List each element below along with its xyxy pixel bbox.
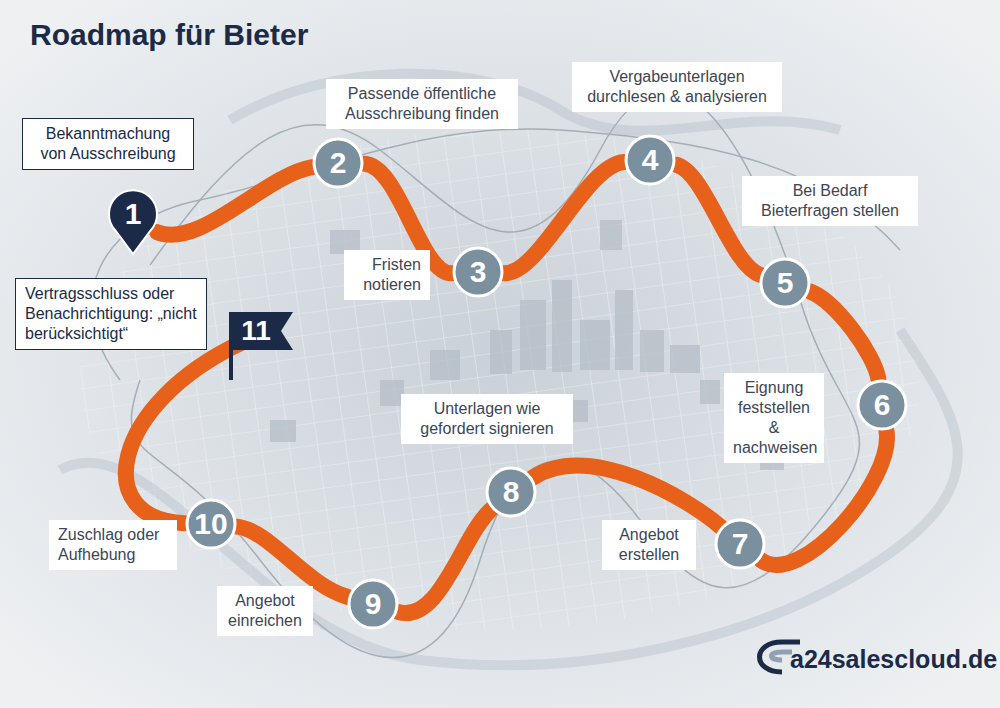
step-number: 6 — [856, 379, 908, 431]
step-label: Angebot erstellen — [602, 520, 696, 570]
step-label: Zuschlag oder Aufhebung — [49, 520, 177, 570]
route-band — [157, 167, 312, 235]
step-label: Vertragsschluss oder Benachrichtigung: „… — [15, 278, 207, 350]
route-band — [533, 466, 721, 527]
step-number: 9 — [347, 578, 399, 630]
start-pin: 1Bekanntmachung von Ausschreibung — [107, 190, 159, 254]
step-number: 10 — [185, 498, 237, 550]
finish-flag: 11Vertragsschluss oder Benachrichtigung:… — [229, 310, 295, 356]
step-circle: 8Unterlagen wie gefordert signieren — [485, 466, 537, 518]
step-circle: 4Vergabeunterlagen durchlesen & analysie… — [624, 134, 676, 186]
route-band — [126, 343, 241, 523]
step-number: 1 — [107, 190, 159, 238]
route-band — [398, 509, 492, 613]
step-number: 2 — [312, 137, 364, 189]
step-circle: 10Zuschlag oder Aufhebung — [185, 498, 237, 550]
step-number: 3 — [452, 246, 504, 298]
step-label: Bei Bedarf Bieterfragen stellen — [742, 176, 918, 226]
step-number: 4 — [624, 134, 676, 186]
step-number: 7 — [714, 518, 766, 570]
step-number: 11 — [229, 310, 283, 352]
step-label: Passende öffentliche Ausschreibung finde… — [326, 79, 518, 129]
step-label: Unterlagen wie gefordert signieren — [401, 394, 573, 444]
step-label: Vergabeunterlagen durchlesen & analysier… — [572, 62, 782, 112]
logo-text: a24salescloud.de — [790, 645, 997, 674]
step-circle: 5Bei Bedarf Bieterfragen stellen — [759, 257, 811, 309]
step-circle: 6Eignung feststellen & nachweisen — [856, 379, 908, 431]
step-circle: 2Passende öffentliche Ausschreibung find… — [312, 137, 364, 189]
title: Roadmap für Bieter — [30, 18, 308, 52]
step-circle: 7Angebot erstellen — [714, 518, 766, 570]
step-label: Fristen notieren — [344, 250, 430, 300]
route-band — [504, 162, 624, 273]
route-band — [810, 291, 879, 379]
step-label: Bekanntmachung von Ausschreibung — [22, 118, 194, 170]
step-circle: 3Fristen notieren — [452, 246, 504, 298]
step-number: 8 — [485, 466, 537, 518]
step-circle: 9Angebot einreichen — [347, 578, 399, 630]
step-label: Eignung feststellen & nachweisen — [724, 373, 824, 463]
step-number: 5 — [759, 257, 811, 309]
step-label: Angebot einreichen — [217, 586, 313, 636]
